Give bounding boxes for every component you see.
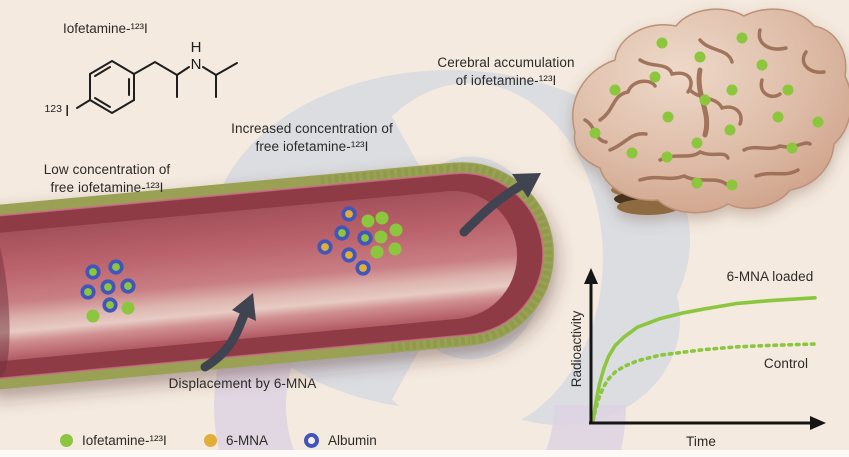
benzene-ring xyxy=(89,59,135,115)
to-brain-arrow xyxy=(459,181,525,237)
x-axis-label: Time xyxy=(686,434,716,449)
legend-item-iofetamine: Iofetamine-¹²³I xyxy=(60,433,167,448)
legend-label: Iofetamine-¹²³I xyxy=(82,433,167,448)
radioactivity-graph xyxy=(584,268,826,430)
x-axis-arrow xyxy=(810,416,826,430)
curve-control xyxy=(591,342,817,423)
y-axis-label: Radioactivity xyxy=(569,310,584,388)
brain-illustration xyxy=(572,8,849,215)
legend-label: Albumin xyxy=(328,433,377,448)
footer-strip xyxy=(0,450,849,457)
legend-label: 6-MNA xyxy=(226,433,269,448)
molecule-title: Iofetamine-¹²³I xyxy=(63,21,148,36)
amine-h-label: H xyxy=(191,39,202,56)
cerebrum xyxy=(572,8,849,214)
brain-sulci xyxy=(583,28,826,186)
low-concentration-label: Low concentration of free iofetamine-¹²³… xyxy=(43,162,171,195)
iodine-symbol-label: I xyxy=(65,103,69,120)
curve-6mna-loaded xyxy=(591,296,817,423)
iofetamine-structure: 123 I N H xyxy=(44,39,238,120)
series-label-control: Control xyxy=(763,356,809,371)
y-axis-arrow xyxy=(584,268,598,284)
albumin-bound-cluster xyxy=(80,259,136,323)
vessel-open-end xyxy=(0,218,10,378)
blood-vessel xyxy=(0,162,554,391)
amine-n-label: N xyxy=(191,56,202,73)
albumin-ring-icon xyxy=(304,433,319,448)
displacement-label: Displacement by 6-MNA xyxy=(168,376,317,391)
cerebral-accumulation-label: Cerebral accumulation of iofetamine-¹²³I xyxy=(437,55,575,88)
cerebral-iofetamine-dots xyxy=(589,32,824,191)
legend-item-6mna: 6-MNA xyxy=(204,433,268,448)
increased-concentration-label: Increased concentration of free iofetami… xyxy=(231,121,393,154)
series-label-6mna-loaded: 6-MNA loaded xyxy=(726,269,814,284)
side-chain xyxy=(133,60,178,76)
mna-dot-icon xyxy=(204,434,217,447)
flow-arrows xyxy=(200,173,541,372)
iodine-bond xyxy=(76,99,91,109)
iofetamine-dot-icon xyxy=(60,434,73,447)
isotope-123-label: 123 xyxy=(44,103,62,115)
vessel-cap-texture xyxy=(453,163,553,345)
displacement-arrow xyxy=(200,310,249,372)
legend-item-albumin: Albumin xyxy=(304,433,377,448)
displaced-cluster xyxy=(317,206,403,276)
